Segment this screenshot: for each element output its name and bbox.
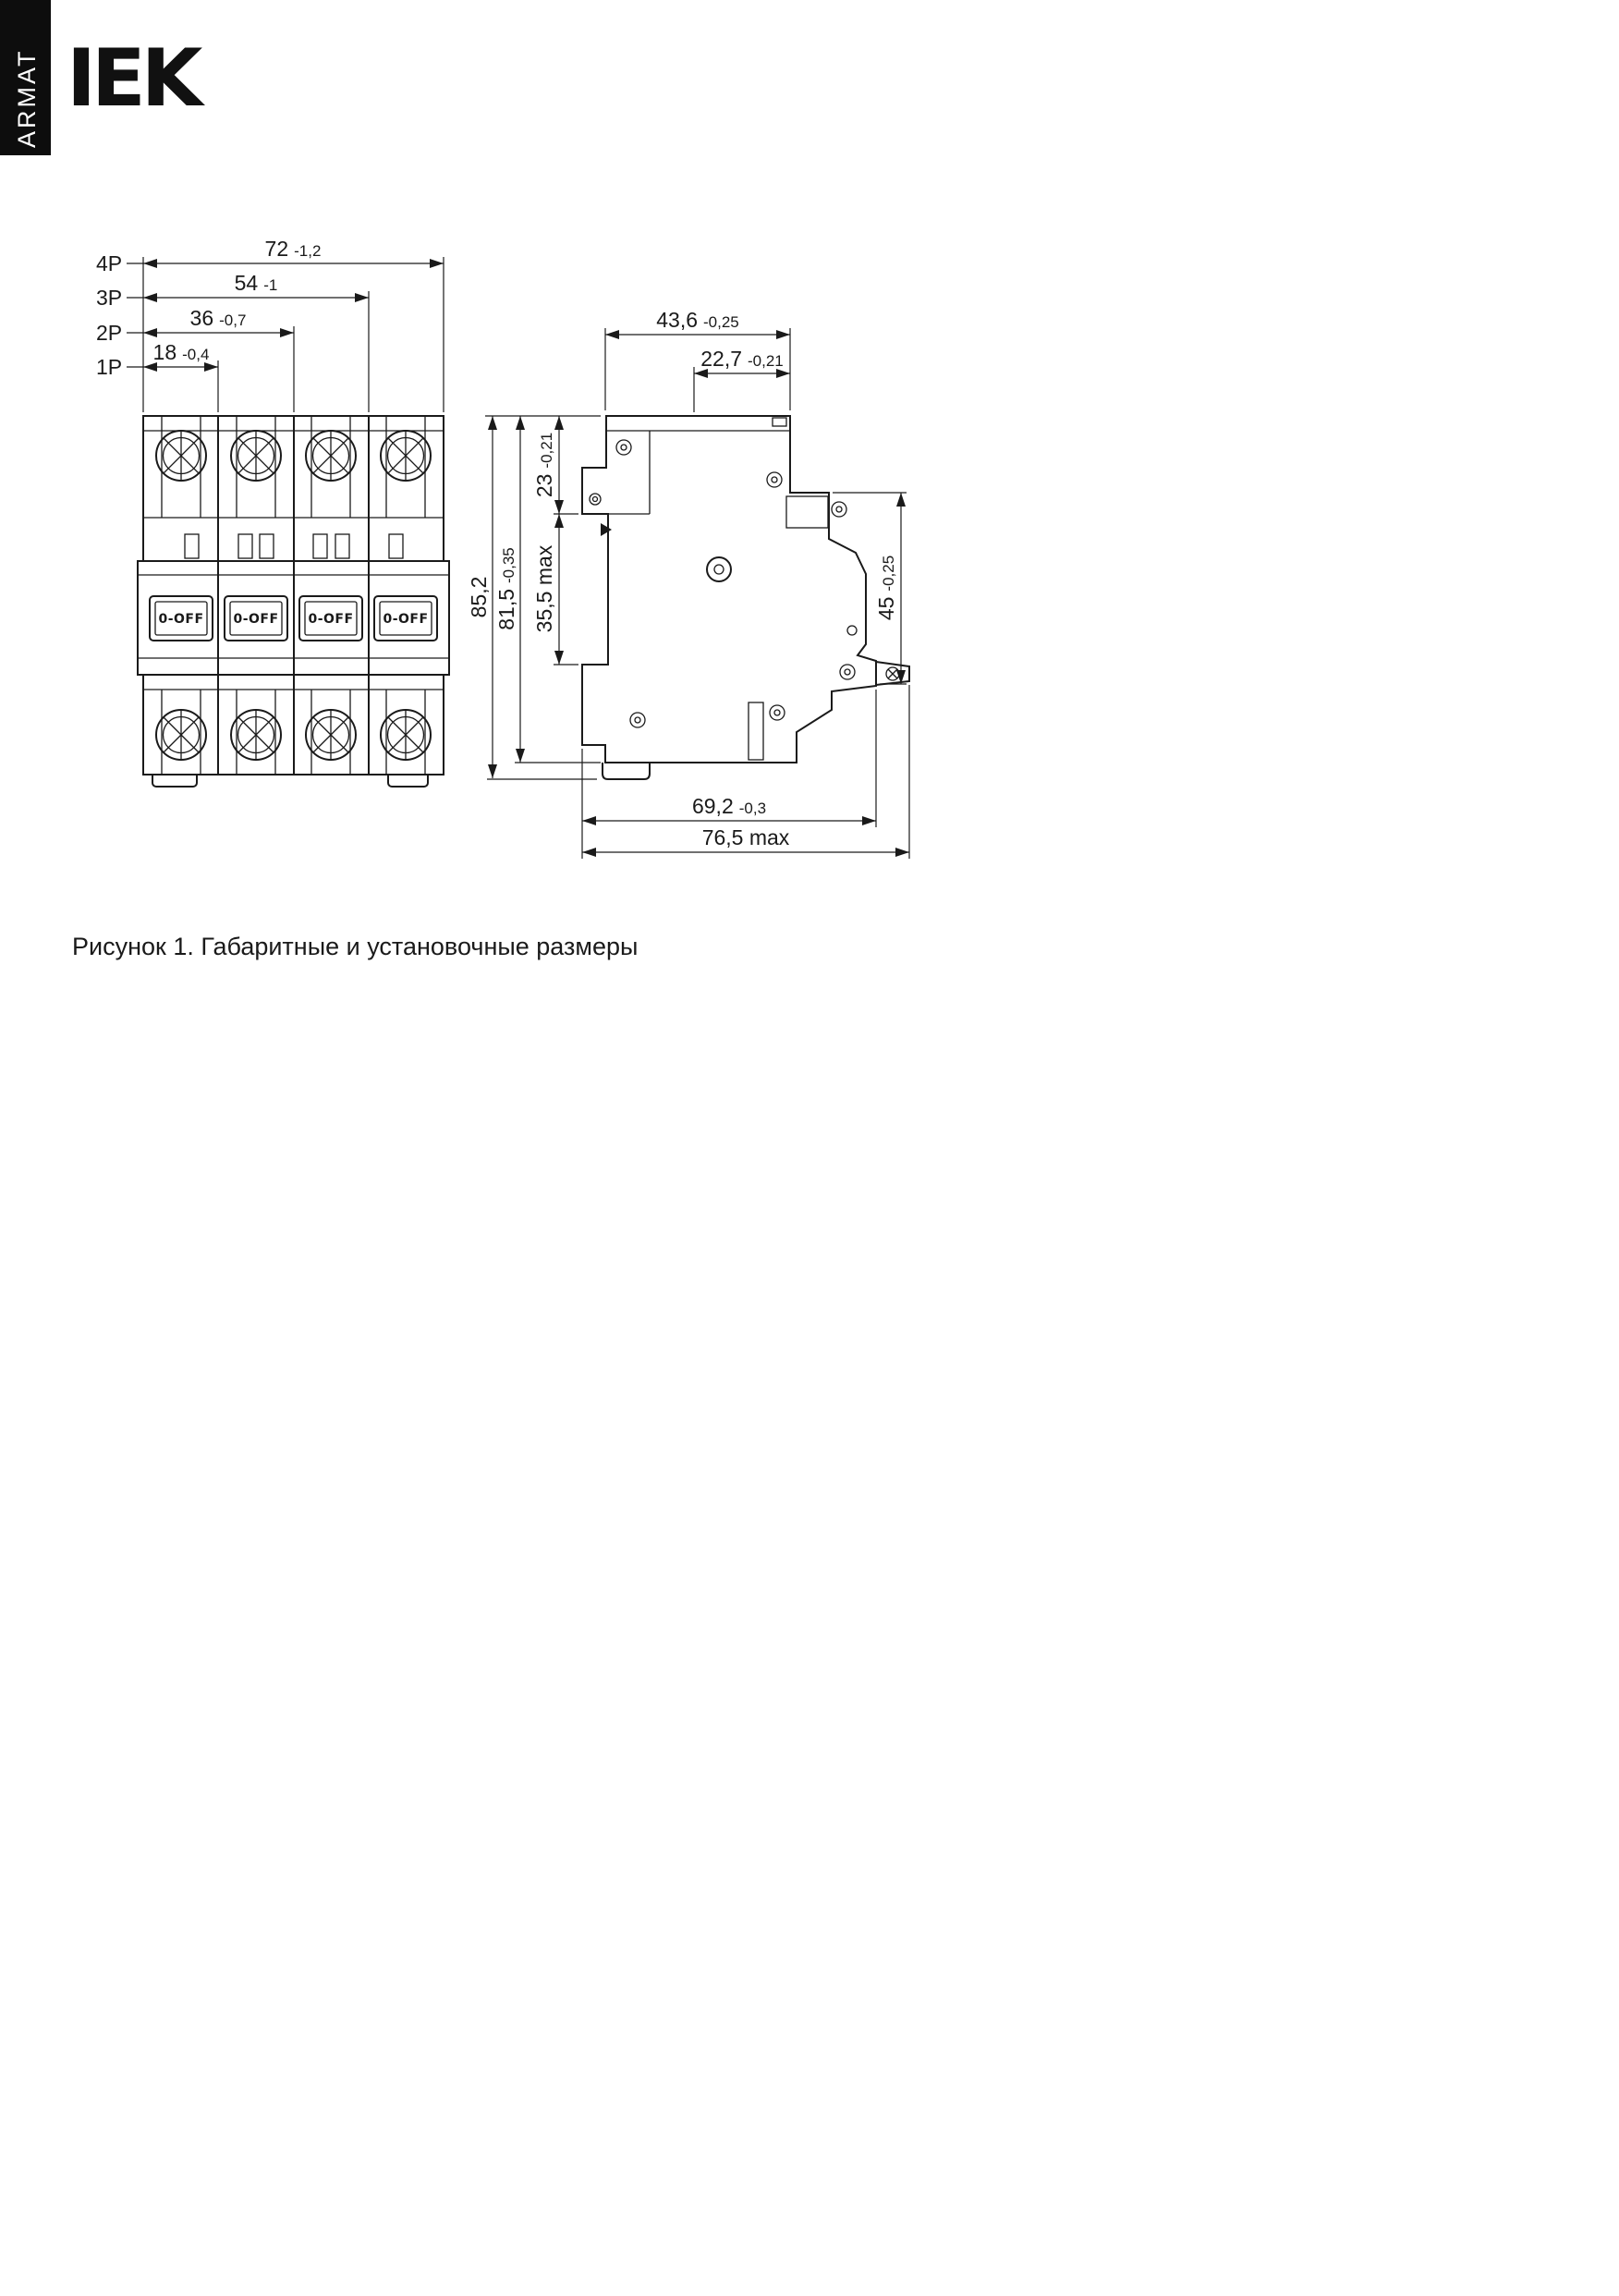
dim-1p: 1P 18-0,4: [96, 340, 218, 379]
dim-body-depth: 69,2-0,3: [582, 794, 876, 825]
dim-value: 54-1: [235, 271, 278, 295]
dim-value: 36-0,7: [190, 306, 247, 330]
dim-value: 76,5 max: [702, 825, 790, 849]
dim-value: 23-0,21: [532, 433, 556, 497]
dim-body-height: 81,5-0,35: [494, 416, 525, 763]
switch-label: 0-OFF: [383, 612, 428, 627]
din-rail-feet: [152, 775, 429, 788]
dim-value: 22,7-0,21: [700, 347, 784, 371]
iek-logo: IEK: [67, 32, 206, 125]
dim-top-depth: 43,6-0,25: [605, 308, 790, 339]
dim-front-height: 45-0,25: [874, 493, 906, 684]
terminal-channels: [161, 416, 426, 775]
brand-sidebar: ARMAT: [0, 0, 51, 155]
dim-top-to-recess: 23-0,21 35,5 max: [532, 416, 564, 665]
pole-label: 3P: [96, 286, 122, 310]
dim-value: 18-0,4: [153, 340, 210, 364]
pole-label: 4P: [96, 251, 122, 275]
terminal-screw-icon: [155, 709, 432, 761]
pole-label: 1P: [96, 355, 122, 379]
clamp-tabs: [184, 533, 404, 559]
rivets: [589, 439, 858, 728]
brand-vertical-label: ARMAT: [13, 49, 41, 149]
bottom-slot-detail: [748, 702, 764, 761]
din-clip-foot: [602, 763, 651, 780]
dim-2p: 2P 36-0,7: [96, 306, 294, 345]
dim-value: 85,2: [467, 577, 491, 618]
front-view: 0-OFF 0-OFF 0-OFF 0-OFF: [137, 415, 450, 788]
pole-separators: [217, 416, 370, 775]
dim-value: 35,5 max: [532, 544, 556, 632]
dim-value: 72-1,2: [265, 237, 322, 261]
dim-value: 69,2-0,3: [692, 794, 766, 818]
front-step-detail: [785, 495, 829, 529]
dim-total-height: 85,2: [467, 416, 497, 778]
dim-4p: 4P 72-1,2: [96, 237, 444, 275]
side-dimensions: 43,6-0,25 22,7-0,21 85,2 81,5-0,35: [467, 308, 910, 859]
switch-label: 0-OFF: [233, 612, 278, 627]
dim-max-depth: 76,5 max: [582, 825, 909, 857]
switch-windows: 0-OFF 0-OFF 0-OFF 0-OFF: [149, 595, 438, 641]
figure-caption: Рисунок 1. Габаритные и установочные раз…: [72, 933, 638, 960]
front-dimensions: 4P 72-1,2 3P 54-1 2P 36-0,7 1: [96, 237, 444, 412]
side-view: [581, 415, 910, 780]
flag-detail: [601, 523, 612, 536]
dim-3p: 3P 54-1: [96, 271, 369, 310]
switch-label: 0-OFF: [158, 612, 203, 627]
switch-label: 0-OFF: [308, 612, 353, 627]
side-body-outline: [581, 415, 877, 763]
dim-terminal-depth: 22,7-0,21: [694, 347, 790, 378]
brand-sidebar-bg: [0, 0, 51, 155]
dim-value: 81,5-0,35: [494, 547, 518, 630]
dim-value: 45-0,25: [874, 556, 898, 620]
terminal-screw-icon: [155, 430, 432, 482]
pole-label: 2P: [96, 321, 122, 345]
dim-value: 43,6-0,25: [656, 308, 739, 332]
